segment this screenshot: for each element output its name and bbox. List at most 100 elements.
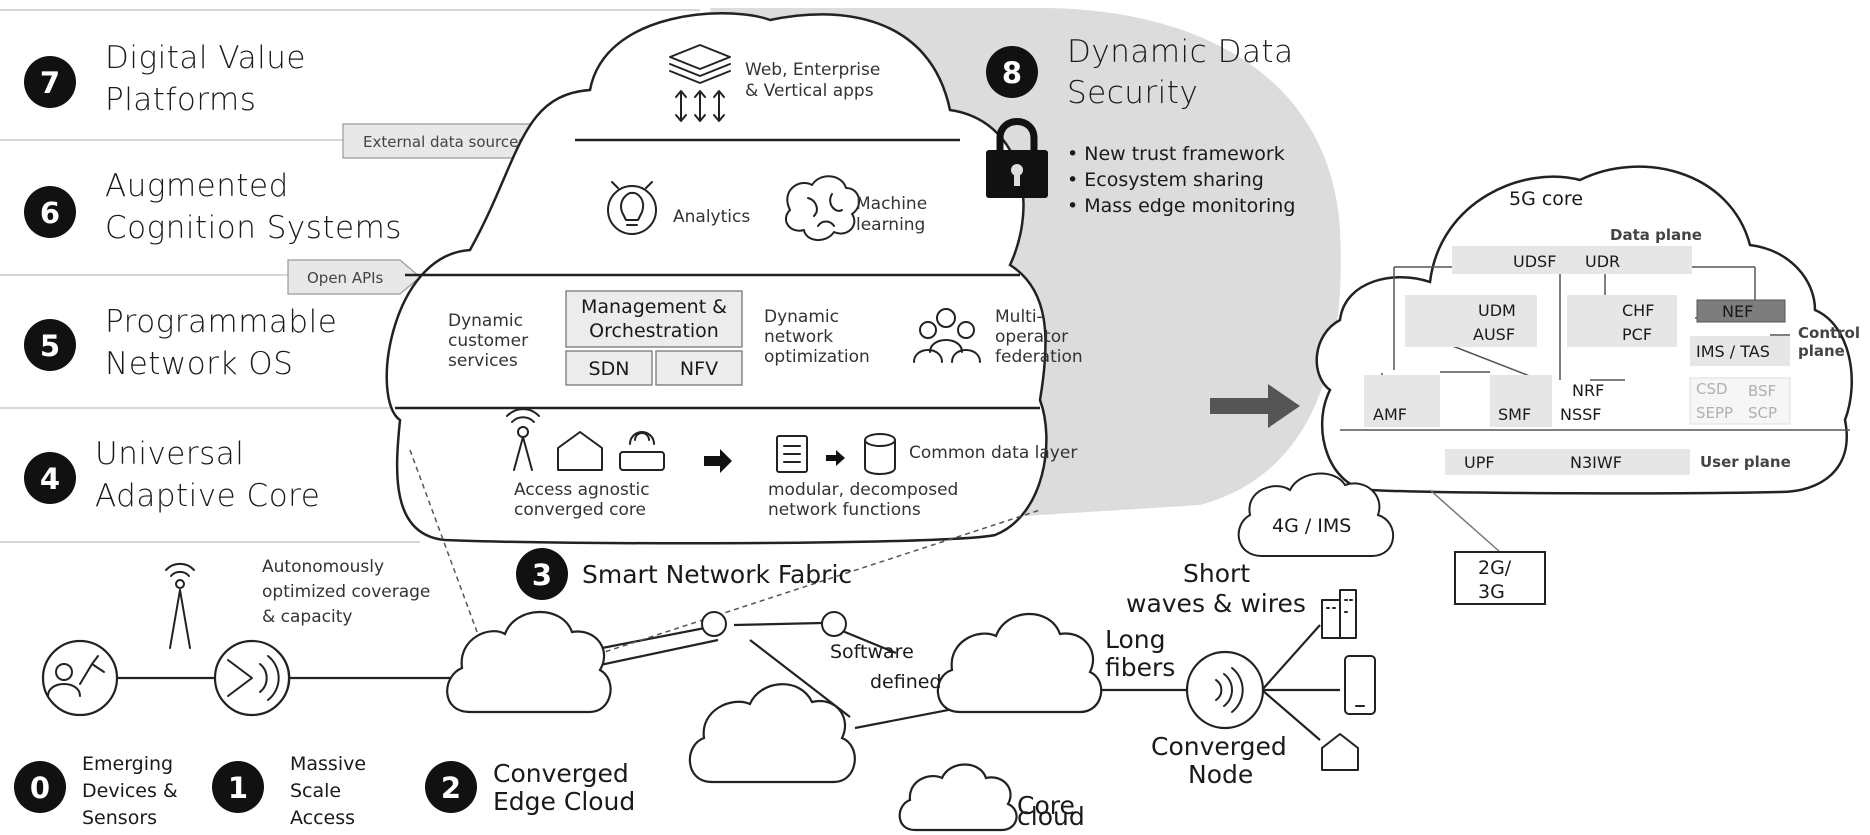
badge-0	[14, 761, 66, 813]
badge-6	[24, 186, 76, 238]
layer-0-title-line3: Sensors	[82, 807, 157, 829]
apps-label-line1: Web, Enterprise	[745, 60, 880, 80]
badge-1-number: 1	[228, 771, 248, 805]
layer-1-title-line3: Access	[290, 807, 355, 829]
ims-tas-label: IMS / TAS	[1696, 342, 1770, 361]
mgmt-label-line1: Management &	[581, 296, 727, 318]
nfv-label: NFV	[680, 358, 718, 380]
edge-cloud-icon	[446, 610, 612, 714]
layer-8-title-line1: Dynamic Data	[1067, 34, 1294, 70]
layer-8-title-line2: Security	[1067, 75, 1198, 111]
software-defined-cloud-icon	[688, 683, 856, 784]
layer-7: 7 Digital Value Platforms	[24, 40, 306, 118]
layer-7-title-line2: Platforms	[105, 82, 256, 118]
layer-3: 3 Smart Network Fabric	[516, 548, 852, 600]
nf-udm-ausf: UDM AUSF	[1405, 295, 1537, 347]
lightbulb-icon	[607, 181, 657, 235]
g23-label-line2: 3G	[1478, 581, 1505, 603]
badge-1	[212, 761, 264, 813]
federation-label-line2: operator	[995, 327, 1068, 347]
layer-3-title: Smart Network Fabric	[582, 560, 852, 589]
dynamic-customer-label-line1: Dynamic	[448, 311, 523, 331]
layer-2-title-line2: Edge Cloud	[493, 787, 635, 816]
antenna-icon	[506, 408, 540, 471]
ausf-label: AUSF	[1473, 325, 1515, 344]
udr-label: UDR	[1585, 252, 1620, 271]
nfv-box: NFV	[655, 350, 743, 386]
switch-node-1	[701, 611, 727, 637]
management-orchestration-box: Management & Orchestration	[565, 290, 743, 348]
control-plane-label-line1: Control	[1798, 324, 1860, 342]
legacy-4g-ims-cloud: 4G / IMS	[1237, 472, 1394, 557]
dynamic-network-label-line3: optimization	[764, 347, 870, 367]
software-label-line2: defined	[870, 671, 942, 693]
badge-3-number: 3	[532, 558, 552, 592]
wireless-signal-icon	[1215, 667, 1244, 713]
nf-chf-pcf: CHF PCF	[1567, 295, 1677, 347]
nf-nef: NEF	[1696, 299, 1786, 323]
badge-5-number: 5	[40, 329, 60, 363]
modular-label-line2: network functions	[768, 500, 921, 520]
layer-4: 4 Universal Adaptive Core	[24, 436, 320, 514]
access-agnostic-label-line2: converged core	[514, 500, 646, 520]
layer-1-title-line1: Massive	[290, 753, 366, 775]
security-bullet-1: • New trust framework	[1067, 143, 1285, 165]
mgmt-label-line2: Orchestration	[589, 320, 719, 342]
amf-label: AMF	[1373, 405, 1407, 424]
buildings-icon	[1321, 589, 1357, 639]
modular-label-line1: modular, decomposed	[768, 480, 958, 500]
mobile-phone-icon	[1344, 655, 1376, 715]
federation-label-line1: Multi-	[995, 307, 1043, 327]
badge-3	[516, 548, 568, 600]
house-icon	[1321, 733, 1359, 771]
cell-tower-icon	[165, 562, 195, 649]
layer-4-title-line2: Adaptive Core	[95, 478, 320, 514]
nf-smf: SMF	[1490, 375, 1552, 427]
nf-amf: AMF	[1364, 375, 1440, 427]
to-5g-core-arrow-icon	[1210, 384, 1300, 428]
core-cloud-icon	[898, 763, 1018, 832]
udm-label: UDM	[1478, 301, 1516, 320]
badge-0-number: 0	[30, 771, 50, 805]
brain-icon	[785, 175, 861, 241]
dynamic-network-label-line2: network	[764, 327, 833, 347]
access-agnostic-label-line1: Access agnostic	[514, 480, 650, 500]
nf-csd-bsf-sepp-scp: CSD BSF SEPP SCP	[1689, 377, 1791, 425]
converged-node	[1185, 650, 1265, 730]
layer-0-title-line2: Devices &	[82, 780, 178, 802]
arrow-right-icon	[704, 449, 732, 473]
massive-access-node	[213, 639, 291, 717]
udsf-label: UDSF	[1513, 252, 1556, 271]
small-arrow-right-icon	[826, 450, 845, 466]
layer-1-title-line2: Scale	[290, 780, 341, 802]
layer-8-security: 8 Dynamic Data Security • New trust fram…	[986, 34, 1295, 217]
layer-7-title-line1: Digital Value	[105, 40, 306, 76]
layer-0-title-line1: Emerging	[82, 753, 173, 775]
layer-1: 1 Massive Scale Access	[212, 753, 366, 829]
control-plane-label-line2: plane	[1798, 342, 1845, 360]
n3iwf-label: N3IWF	[1570, 453, 1622, 472]
router-icon	[619, 431, 665, 471]
legacy-2g3g-box: 2G/ 3G	[1429, 489, 1546, 605]
badge-5	[24, 319, 76, 371]
sdn-label: SDN	[589, 358, 630, 380]
short-waves-label-line1: Short	[1183, 559, 1250, 588]
security-bullet-2: • Ecosystem sharing	[1067, 169, 1264, 191]
csd-label: CSD	[1696, 380, 1728, 398]
badge-7	[24, 56, 76, 108]
beamforming-icon	[227, 649, 291, 707]
layer-4-title-line1: Universal	[95, 436, 244, 472]
layer-6: 6 Augmented Cognition Systems	[24, 168, 401, 246]
document-list-icon	[776, 435, 808, 473]
nf-ims-tas: IMS / TAS	[1690, 336, 1790, 366]
zoom-dashed-lines	[409, 449, 1041, 661]
security-bullet-3: • Mass edge monitoring	[1067, 195, 1295, 217]
open-apis-label: Open APIs	[307, 269, 384, 287]
database-icon	[864, 433, 896, 475]
robot-arm-icon	[47, 655, 105, 697]
badge-2-number: 2	[441, 771, 461, 805]
g23-label-line1: 2G/	[1478, 557, 1512, 579]
sepp-label: SEPP	[1696, 404, 1733, 422]
people-group-icon	[913, 308, 981, 363]
